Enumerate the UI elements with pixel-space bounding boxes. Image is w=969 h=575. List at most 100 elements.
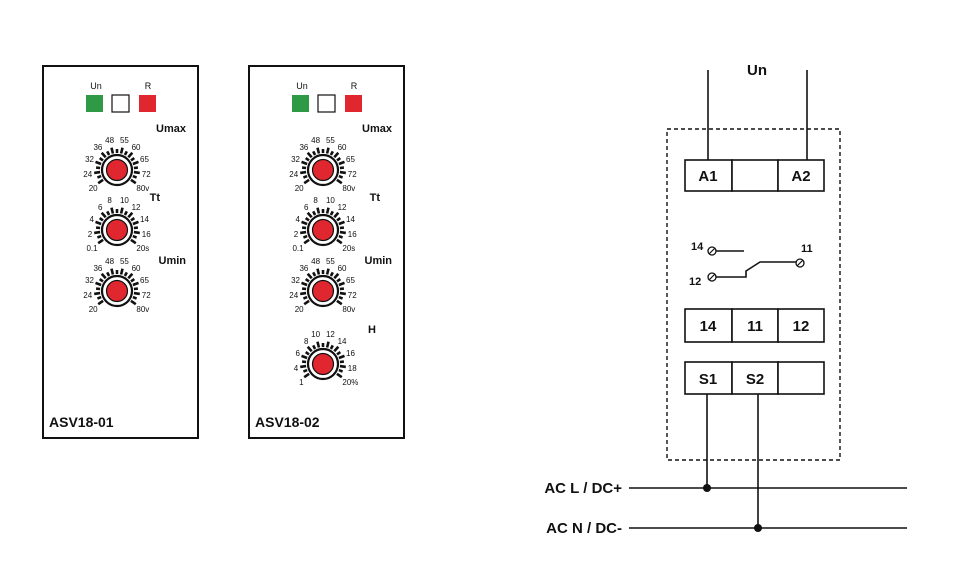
green-led bbox=[86, 95, 103, 112]
scale-tick bbox=[339, 370, 343, 372]
scale-tick bbox=[131, 158, 134, 160]
knob-title: Umax bbox=[156, 123, 187, 135]
scale-tick bbox=[96, 162, 102, 164]
scale-tick bbox=[102, 274, 106, 279]
scale-tick bbox=[128, 213, 132, 218]
scale-tick bbox=[131, 240, 136, 243]
scale-label: 32 bbox=[85, 276, 94, 285]
scale-tick bbox=[300, 232, 306, 233]
scale-tick bbox=[134, 293, 140, 294]
scale-label: 80v bbox=[342, 184, 355, 193]
knob-cap[interactable] bbox=[313, 220, 334, 241]
scale-label: 72 bbox=[348, 291, 357, 300]
knob-cap[interactable] bbox=[107, 160, 128, 181]
scale-tick bbox=[133, 283, 139, 285]
scale-tick bbox=[327, 269, 328, 275]
knob-title: Tt bbox=[150, 192, 161, 204]
scale-tick bbox=[339, 222, 345, 224]
scale-label: 10 bbox=[326, 196, 335, 205]
screw-terminal-14 bbox=[708, 247, 716, 255]
scale-label: 4 bbox=[294, 364, 299, 373]
scale-label: 12 bbox=[132, 203, 141, 212]
knob-cap[interactable] bbox=[313, 281, 334, 302]
scale-tick bbox=[302, 222, 308, 224]
scale-tick bbox=[304, 180, 309, 183]
scale-tick bbox=[97, 236, 101, 238]
scale-tick bbox=[339, 176, 343, 178]
knob-cap[interactable] bbox=[313, 160, 334, 181]
scale-label: 65 bbox=[140, 276, 149, 285]
scale-label: 55 bbox=[120, 136, 129, 145]
knob-cap[interactable] bbox=[313, 354, 334, 375]
scale-label: 24 bbox=[83, 170, 92, 179]
scale-tick bbox=[334, 274, 338, 279]
green-led bbox=[292, 95, 309, 112]
knob-cap[interactable] bbox=[107, 281, 128, 302]
junction-dot-live bbox=[703, 484, 711, 492]
scale-label: 20s bbox=[342, 244, 355, 253]
scale-label: 80v bbox=[136, 184, 149, 193]
scale-tick bbox=[313, 151, 315, 155]
scale-tick bbox=[306, 218, 309, 220]
scale-tick bbox=[98, 301, 103, 304]
scale-tick bbox=[112, 148, 113, 154]
scale-label: 48 bbox=[311, 257, 320, 266]
scale-tick bbox=[304, 374, 309, 377]
scale-label: 20 bbox=[89, 305, 98, 314]
led-label-un: Un bbox=[90, 81, 102, 91]
scale-tick bbox=[131, 279, 134, 281]
scale-tick bbox=[308, 274, 312, 279]
scale-tick bbox=[304, 301, 309, 304]
contact-label-12: 12 bbox=[689, 276, 701, 288]
scale-label: 8 bbox=[313, 196, 318, 205]
scale-label: 20 bbox=[295, 184, 304, 193]
scale-label: 14 bbox=[346, 215, 355, 224]
scale-tick bbox=[112, 269, 113, 275]
knob-cap[interactable] bbox=[107, 220, 128, 241]
scale-tick bbox=[102, 153, 106, 158]
scale-label: 60 bbox=[338, 264, 347, 273]
scale-label: 65 bbox=[140, 155, 149, 164]
scale-tick bbox=[121, 208, 122, 214]
terminal-cell bbox=[732, 160, 778, 191]
scale-tick bbox=[131, 218, 134, 220]
scale-label: 48 bbox=[105, 136, 114, 145]
scale-tick bbox=[112, 208, 113, 214]
terminal-a2: A2 bbox=[791, 168, 810, 185]
terminal-block-contacts: 14 11 12 bbox=[685, 309, 824, 342]
line-label-live: AC L / DC+ bbox=[544, 480, 622, 497]
scale-tick bbox=[313, 272, 315, 276]
knob-title: Umin bbox=[365, 255, 393, 267]
scale-tick bbox=[334, 153, 338, 158]
contact-label-11: 11 bbox=[801, 243, 813, 255]
scale-label: 72 bbox=[142, 170, 151, 179]
scale-label: 24 bbox=[289, 291, 298, 300]
scale-tick bbox=[337, 374, 342, 377]
scale-tick bbox=[306, 279, 309, 281]
scale-tick bbox=[98, 180, 103, 183]
scale-label: 2 bbox=[88, 230, 93, 239]
scale-tick bbox=[339, 162, 345, 164]
led-label-un: Un bbox=[296, 81, 308, 91]
scale-label: 0.1 bbox=[292, 244, 304, 253]
scale-tick bbox=[96, 283, 102, 285]
scale-label: 6 bbox=[296, 349, 301, 358]
screw-terminal-11 bbox=[796, 259, 804, 267]
scale-tick bbox=[134, 172, 140, 173]
scale-label: 72 bbox=[142, 291, 151, 300]
blank-led bbox=[112, 95, 129, 112]
line-label-neutral: AC N / DC- bbox=[546, 520, 622, 537]
scale-tick bbox=[337, 240, 342, 243]
scale-tick bbox=[107, 211, 109, 215]
device-front-panel bbox=[43, 66, 198, 438]
scale-label: 48 bbox=[105, 257, 114, 266]
